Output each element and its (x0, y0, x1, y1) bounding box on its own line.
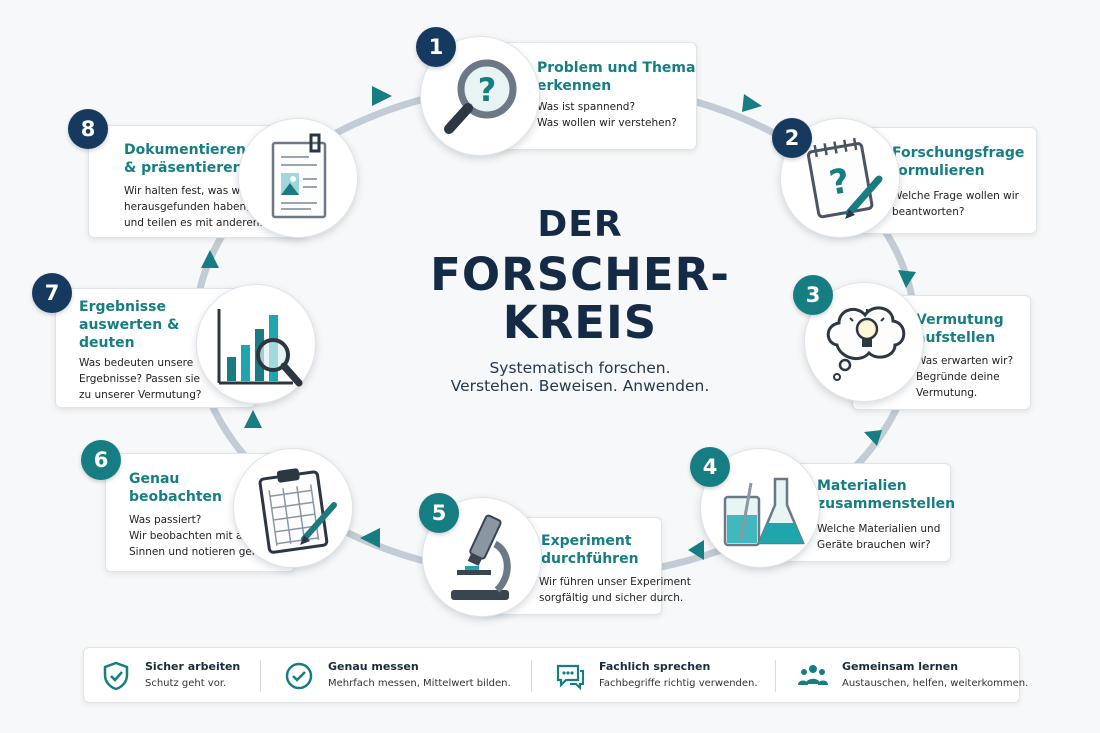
footer-speaking-desc: Fachbegriffe richtig verwenden. (599, 678, 758, 689)
step-1-badge: 1 (416, 27, 456, 67)
clipboard-pen-icon (258, 468, 337, 554)
microscope-icon (451, 514, 511, 600)
step-7-icon-circle (196, 284, 316, 404)
step-6-badge: 6 (81, 440, 121, 480)
footer-speaking-title: Fachlich sprechen (599, 660, 711, 673)
step-8-icon-circle (238, 118, 358, 238)
arrow-2-to-3 (898, 270, 916, 288)
footer-learning-title: Gemeinsam lernen (842, 660, 959, 673)
step-2-badge: 2 (772, 118, 812, 158)
step-3-badge: 3 (793, 275, 833, 315)
footer-safety-title: Sicher arbeiten (145, 660, 241, 673)
circle-check-icon (285, 662, 313, 690)
title-line-1: DER (537, 204, 623, 245)
step-4-badge: 4 (690, 447, 730, 487)
footer-item-speaking: Fachlich sprechen Fachbegriffe richtig v… (554, 648, 784, 704)
cycle-arrows (201, 86, 916, 560)
group-people-icon (798, 665, 828, 685)
step-3-icon-circle (804, 282, 924, 402)
arrow-8-to-1 (372, 86, 392, 106)
arrow-7-to-8 (201, 250, 219, 268)
footer-measuring-desc: Mehrfach messen, Mittelwert bilden. (328, 678, 511, 689)
arrow-5-to-6 (360, 528, 380, 548)
magnifier-question-icon: ? (444, 59, 517, 134)
footer-separator (775, 660, 776, 692)
footer-item-measuring: Genau messen Mehrfach messen, Mittelwert… (283, 648, 523, 704)
step-1-desc: Was ist spannend?Was wollen wir verstehe… (537, 101, 677, 129)
step-7-badge: 7 (32, 273, 72, 313)
bar-chart-magnifier-icon (217, 309, 303, 387)
arrow-3-to-4 (864, 430, 882, 446)
footer-separator (531, 660, 532, 692)
footer-separator (260, 660, 261, 692)
subtitle-line-2: Verstehen. Beweisen. Anwenden. (450, 377, 710, 395)
footer-learning-desc: Austauschen, helfen, weiterkommen. (842, 678, 1029, 689)
speech-bubbles-icon (556, 664, 584, 691)
arrow-6-to-7 (244, 410, 262, 428)
footer-safety-desc: Schutz geht vor. (145, 678, 227, 689)
step-8-badge: 8 (68, 109, 108, 149)
step-2-icon-circle: ? (780, 118, 900, 238)
subtitle-line-1: Systematisch forschen. (489, 359, 671, 377)
step-5-badge: 5 (419, 493, 459, 533)
title-line-2: FORSCHER- (430, 248, 730, 301)
arrow-4-to-5 (688, 540, 704, 560)
document-clip-icon (271, 133, 327, 219)
footer-measuring-title: Genau messen (328, 660, 419, 673)
notepad-question-icon: ? (807, 137, 883, 219)
arrow-1-to-2 (742, 94, 762, 112)
shield-check-icon (103, 661, 129, 691)
title-line-3: KREIS (502, 296, 658, 349)
footer-item-safety: Sicher arbeiten Schutz geht vor. (100, 648, 260, 704)
step-8-title: Dokumentieren& präsentieren (124, 142, 246, 176)
footer-principles-bar: Sicher arbeiten Schutz geht vor. Genau m… (83, 647, 1028, 704)
thought-bubble-lightbulb-icon (826, 306, 906, 381)
svg-text:?: ? (478, 71, 497, 109)
step-6-icon-circle (233, 448, 353, 568)
footer-item-learning: Gemeinsam lernen Austauschen, helfen, we… (797, 648, 1028, 704)
lab-glassware-icon (723, 477, 805, 547)
